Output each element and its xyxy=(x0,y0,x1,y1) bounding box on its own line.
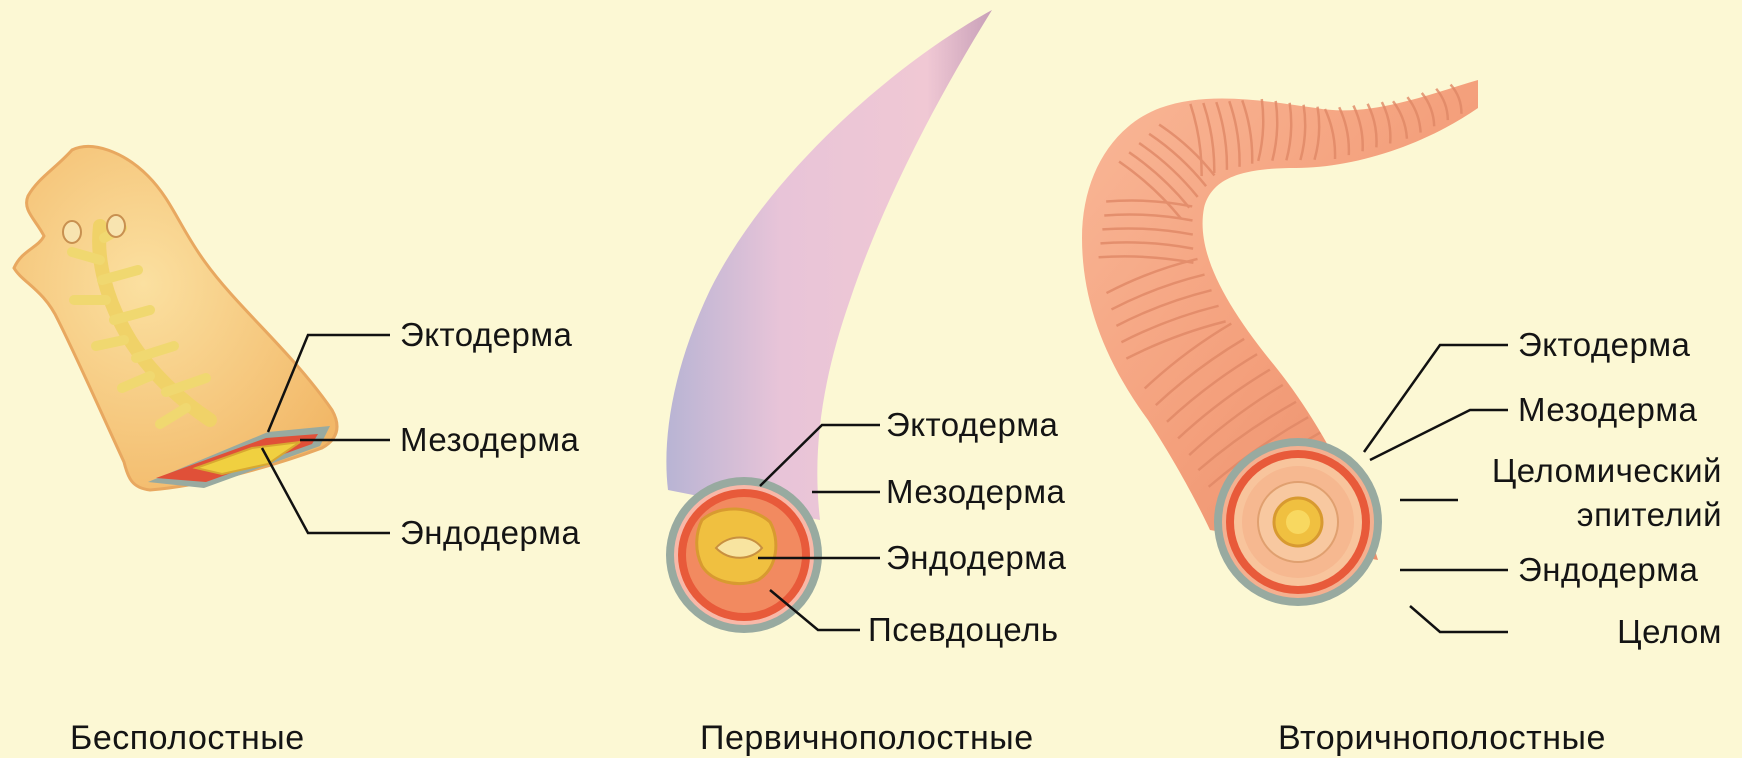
earthworm-label-coelomic-epithelium-line2: эпителий xyxy=(1577,496,1722,534)
earthworm-illustration xyxy=(1082,80,1478,606)
flatworm-label-ectoderm: Эктодерма xyxy=(400,316,572,354)
flatworm-eye-right xyxy=(107,215,125,237)
flatworm-illustration xyxy=(14,146,337,490)
earthworm-label-ectoderm: Эктодерма xyxy=(1518,326,1690,364)
earthworm-label-endoderm: Эндодерма xyxy=(1518,551,1698,589)
roundworm-label-pseudocoel: Псевдоцель xyxy=(868,611,1059,649)
earthworm-label-coelom: Целом xyxy=(1617,613,1722,651)
flatworm-eye-left xyxy=(63,221,81,243)
earthworm-label-mesoderm: Мезодерма xyxy=(1518,391,1697,429)
flatworm-label-mesoderm: Мезодерма xyxy=(400,421,579,459)
roundworm-label-ectoderm: Эктодерма xyxy=(886,406,1058,444)
roundworm-label-mesoderm: Мезодерма xyxy=(886,473,1065,511)
flatworm-label-endoderm: Эндодерма xyxy=(400,514,580,552)
roundworm-label-endoderm: Эндодерма xyxy=(886,539,1066,577)
caption-coelomate: Вторичнополостные xyxy=(1278,718,1606,758)
earthworm-label-coelomic-epithelium-line1: Целомический xyxy=(1492,452,1722,490)
caption-acoelomate: Бесполостные xyxy=(70,718,305,758)
caption-pseudocoelomate: Первичнополостные xyxy=(700,718,1034,758)
